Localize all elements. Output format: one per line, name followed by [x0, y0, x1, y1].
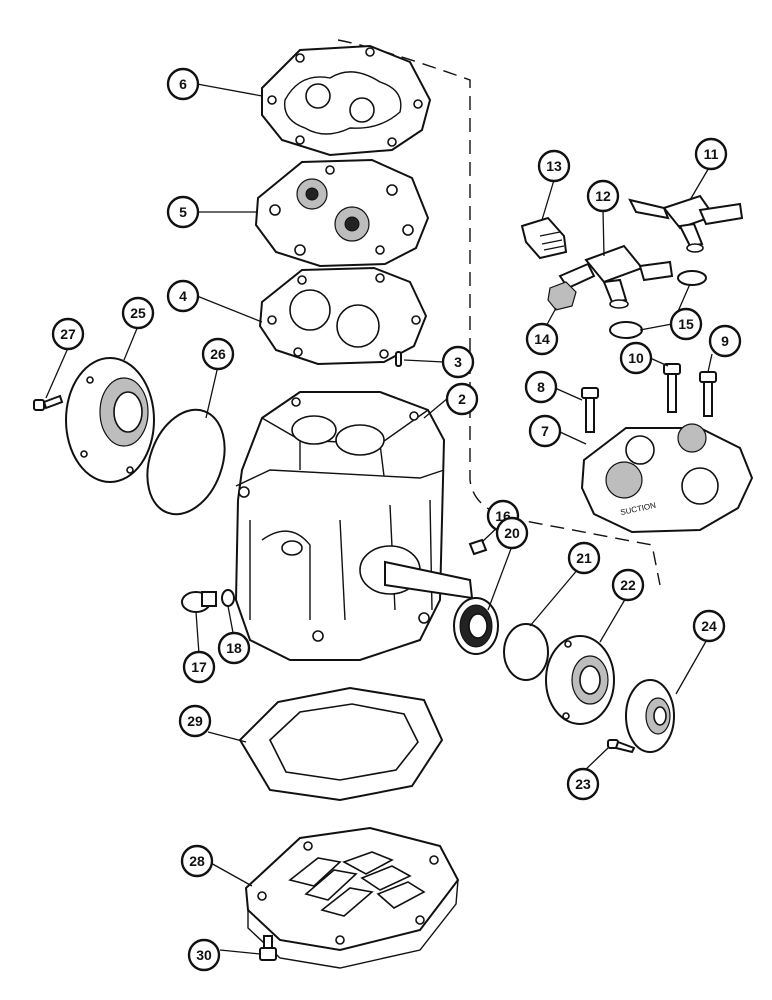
part-8-bolt	[581, 387, 599, 433]
part-13-fitting	[520, 216, 568, 260]
part-20-shaft-seal	[453, 597, 499, 655]
callout-label: 18	[226, 640, 242, 656]
callout-label: 4	[179, 288, 187, 304]
part-2-crankcase	[234, 391, 474, 661]
part-25-end-cover	[65, 357, 155, 483]
callout-label: 15	[678, 316, 694, 332]
callout-label: 30	[196, 947, 212, 963]
callout-10: 10	[619, 341, 653, 375]
part-6-valve-plate-gasket	[261, 44, 432, 157]
callout-label: 6	[179, 76, 187, 92]
callout-label: 7	[541, 423, 549, 439]
callout-5: 5	[166, 195, 200, 229]
leader-lines	[45, 83, 713, 955]
callout-label: 17	[191, 659, 207, 675]
callout-label: 22	[620, 577, 636, 593]
callout-label: 11	[704, 146, 719, 162]
part-7-cylinder-head: SUCTION	[580, 423, 754, 534]
part-22-seal-plate	[545, 635, 615, 725]
callout-15: 15	[669, 307, 703, 341]
callout-27: 27	[51, 317, 85, 351]
callout-23: 23	[566, 767, 600, 801]
part-14-cap-nut	[547, 281, 577, 311]
callout-4: 4	[166, 279, 200, 313]
callout-20: 20	[495, 516, 529, 550]
callout-label: 24	[701, 618, 717, 634]
part-24-dust-cover	[625, 679, 675, 753]
callout-label: 12	[595, 188, 611, 204]
callout-label: 8	[537, 379, 545, 395]
part-29-oil-pan-gasket	[238, 686, 444, 802]
callout-26: 26	[201, 337, 235, 371]
part-3-dowel-pin	[395, 351, 402, 367]
callout-label: 5	[179, 204, 187, 220]
part-11-service-valve	[628, 194, 744, 253]
part-17-drain-plug	[181, 591, 217, 613]
part-21-o-ring	[503, 623, 549, 681]
part-18-washer	[221, 589, 235, 607]
callout-label: 2	[458, 391, 466, 407]
callout-11: 11	[694, 137, 728, 171]
callout-label: 29	[187, 713, 203, 729]
callout-18: 18	[217, 631, 251, 665]
callout-24: 24	[692, 609, 726, 643]
callout-label: 10	[628, 350, 644, 366]
callout-label: 25	[130, 305, 146, 321]
part-27-screw	[33, 394, 64, 411]
callout-2: 2	[445, 382, 479, 416]
callout-9: 9	[708, 324, 742, 358]
callout-7: 7	[528, 414, 562, 448]
callout-label: 28	[189, 853, 205, 869]
callout-label: 14	[534, 331, 550, 347]
callout-17: 17	[182, 650, 216, 684]
callout-8: 8	[524, 370, 558, 404]
callout-29: 29	[178, 704, 212, 738]
part-15-o-rings	[609, 270, 707, 339]
part-12-service-valve	[558, 244, 674, 309]
part-10-bolt	[663, 363, 681, 413]
callout-6: 6	[166, 67, 200, 101]
callout-label: 23	[575, 776, 591, 792]
part-23-screw	[607, 739, 636, 754]
callout-label: 26	[210, 346, 226, 362]
callout-14: 14	[525, 322, 559, 356]
callout-label: 3	[454, 354, 462, 370]
part-16-key	[468, 538, 488, 556]
part-30-drain-bolt	[259, 935, 277, 961]
callout-28: 28	[180, 844, 214, 878]
callout-label: 27	[60, 326, 76, 342]
callout-label: 9	[721, 333, 729, 349]
part-28-bottom-plate	[244, 826, 460, 969]
callout-3: 3	[441, 345, 475, 379]
callout-25: 25	[121, 296, 155, 330]
callout-12: 12	[586, 179, 620, 213]
part-4-head-gasket	[258, 266, 428, 366]
callout-21: 21	[567, 541, 601, 575]
callout-22: 22	[611, 568, 645, 602]
part-9-bolt	[699, 371, 717, 417]
callout-label: 13	[546, 158, 562, 174]
part-5-valve-plate	[254, 158, 430, 268]
callout-label: 21	[576, 550, 592, 566]
part-26-o-ring	[146, 408, 226, 516]
callout-label: 20	[504, 525, 520, 541]
callout-30: 30	[187, 938, 221, 972]
callout-13: 13	[537, 149, 571, 183]
